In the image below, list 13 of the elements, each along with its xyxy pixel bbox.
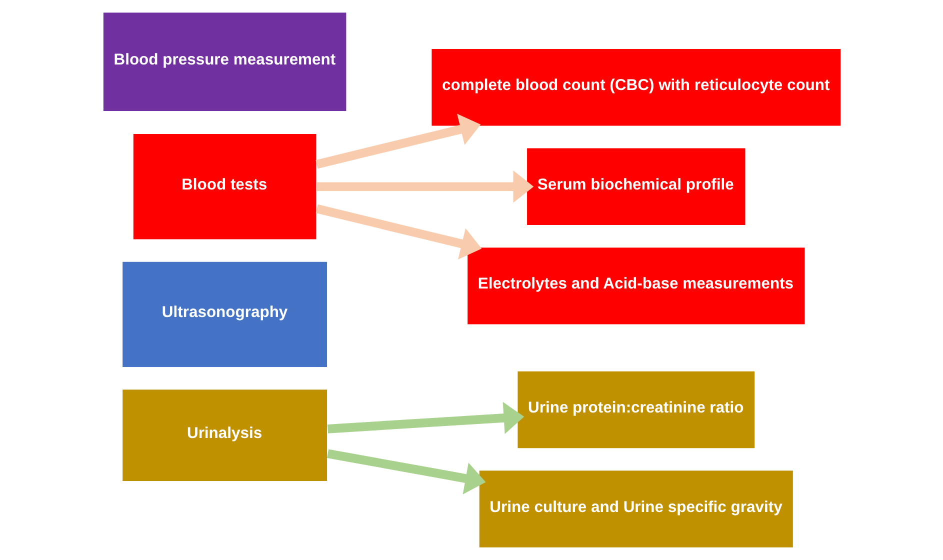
node-box: Urinalysis [121, 388, 328, 482]
arrow [315, 204, 482, 260]
arrow [326, 449, 486, 494]
arrow [327, 402, 524, 434]
node-box: Serum biochemical profile [526, 147, 746, 226]
arrow [315, 114, 480, 169]
node-box: Urine protein:creatinine ratio [516, 370, 756, 450]
node-box: Blood tests [132, 133, 317, 240]
node-box: Ultrasonography [121, 260, 328, 368]
node-box: Urine culture and Urine specific gravity [478, 470, 794, 548]
node-box: Blood pressure measurement [102, 12, 347, 112]
node-box: complete blood count (CBC) with reticulocyte count [430, 48, 842, 127]
node-box: Electrolytes and Acid-base measurements [466, 246, 806, 326]
